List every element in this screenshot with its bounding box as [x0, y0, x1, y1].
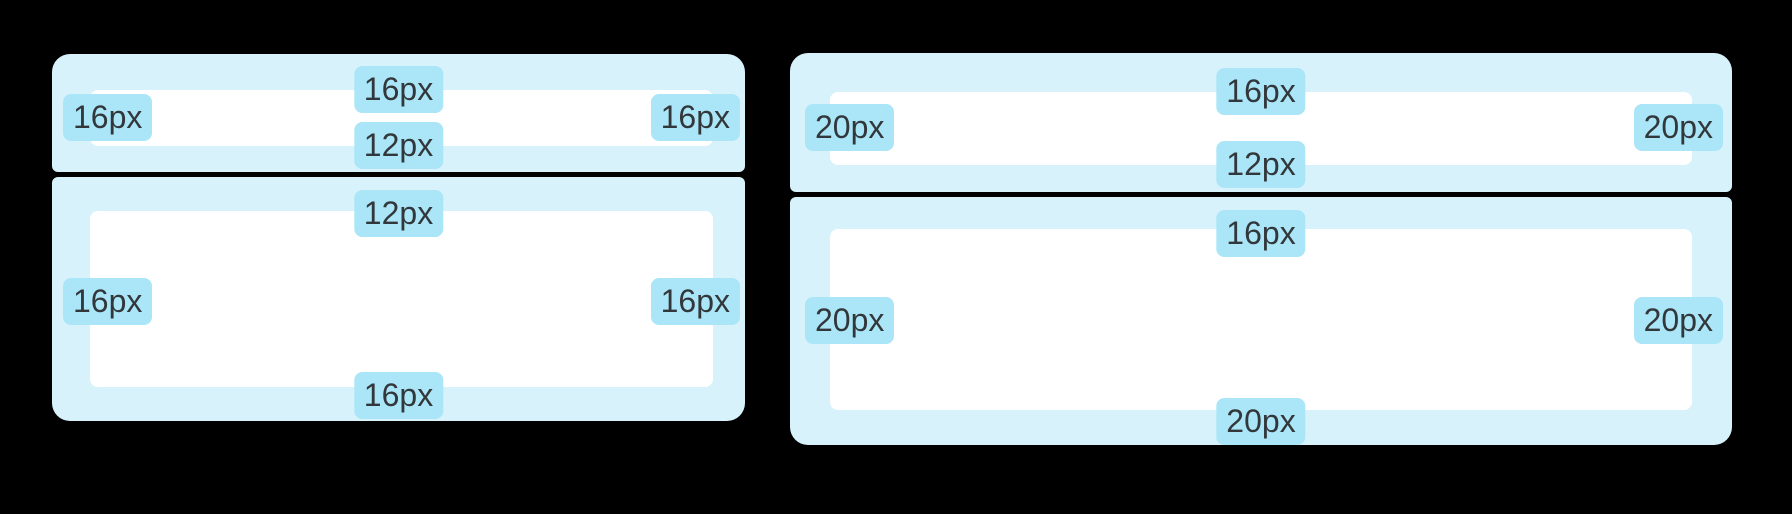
padding-badge-left: 16px	[63, 278, 153, 325]
body-card: 16px 20px 20px 20px	[790, 197, 1732, 445]
body-card: 12px 16px 16px 16px	[52, 177, 745, 421]
body-content-area	[90, 211, 713, 387]
padding-badge-top: 16px	[1216, 210, 1306, 257]
padding-badge-bottom: 12px	[353, 122, 444, 169]
padding-badge-right: 16px	[650, 278, 740, 325]
padding-badge-top: 12px	[353, 190, 444, 237]
padding-badge-left: 20px	[805, 297, 895, 344]
padding-badge-right: 20px	[1633, 297, 1723, 344]
padding-badge-left: 16px	[63, 94, 153, 141]
header-card: 16px 12px 20px 20px	[790, 53, 1732, 192]
padding-badge-bottom: 16px	[353, 372, 444, 419]
padding-badge-right: 16px	[650, 94, 740, 141]
padding-badge-right: 20px	[1633, 104, 1723, 151]
padding-badge-left: 20px	[805, 104, 895, 151]
body-content-area	[830, 229, 1692, 410]
header-card: 16px 12px 16px 16px	[52, 54, 745, 172]
padding-badge-bottom: 12px	[1216, 141, 1306, 188]
padding-badge-bottom: 20px	[1216, 398, 1306, 445]
padding-badge-top: 16px	[353, 66, 444, 113]
padding-badge-top: 16px	[1216, 68, 1306, 115]
spacing-diagram-large-card: 16px 12px 20px 20px 16px 20px 20px 20px	[790, 53, 1732, 445]
spacing-diagram-small-card: 16px 12px 16px 16px 12px 16px 16px 16px	[52, 54, 745, 421]
